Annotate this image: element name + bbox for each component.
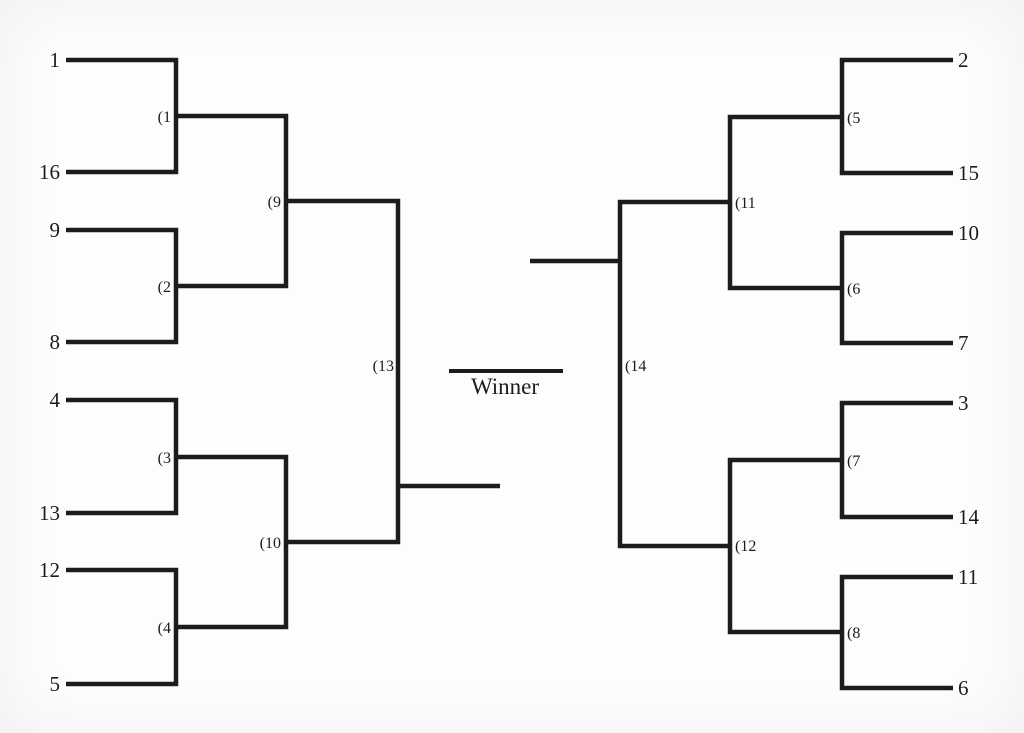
right-match-labels: (5 (6 (7 (8 (11 (12 (14 <box>625 110 860 642</box>
match-label-1: (1 <box>158 109 171 126</box>
seed-label-right-11: 11 <box>958 565 978 589</box>
match-label-2: (2 <box>158 279 171 296</box>
seed-label-right-14: 14 <box>958 505 980 529</box>
seed-label-right-7: 7 <box>958 331 969 355</box>
seed-label-left-8: 8 <box>50 330 61 354</box>
match-label-7: (7 <box>847 453 860 470</box>
seed-label-left-5: 5 <box>50 672 61 696</box>
left-seed-labels: 1 16 9 8 4 13 12 5 <box>39 48 61 696</box>
right-seed-labels: 2 15 10 7 3 14 11 6 <box>958 48 980 700</box>
match-label-14: (14 <box>625 358 646 375</box>
match-label-13: (13 <box>373 358 394 375</box>
match-13-connector <box>286 198 401 545</box>
match-label-9: (9 <box>268 194 281 211</box>
seed-label-left-9: 9 <box>50 218 61 242</box>
match-label-8: (8 <box>847 625 860 642</box>
winner-label: Winner <box>471 374 539 399</box>
seed-label-left-13: 13 <box>39 501 60 525</box>
seed-label-left-12: 12 <box>39 558 60 582</box>
match-label-11: (11 <box>735 195 756 212</box>
seed-label-right-2: 2 <box>958 48 969 72</box>
match-label-6: (6 <box>847 281 860 298</box>
seed-label-right-6: 6 <box>958 676 969 700</box>
match-14-connector <box>617 199 730 549</box>
match-label-5: (5 <box>847 110 860 127</box>
left-bracket-connectors <box>66 57 500 687</box>
seed-label-right-10: 10 <box>958 221 979 245</box>
match-label-4: (4 <box>158 620 171 637</box>
seed-label-left-4: 4 <box>50 388 61 412</box>
left-match-labels: (1 (2 (3 (4 (9 (10 (13 <box>158 109 394 637</box>
seed-label-left-16: 16 <box>39 160 60 184</box>
seed-label-right-3: 3 <box>958 391 969 415</box>
seed-label-left-1: 1 <box>50 48 61 72</box>
match-label-12: (12 <box>735 538 756 555</box>
match-label-3: (3 <box>158 450 171 467</box>
right-bracket-connectors <box>530 57 953 691</box>
match-label-10: (10 <box>260 535 281 552</box>
seed-label-right-15: 15 <box>958 161 979 185</box>
